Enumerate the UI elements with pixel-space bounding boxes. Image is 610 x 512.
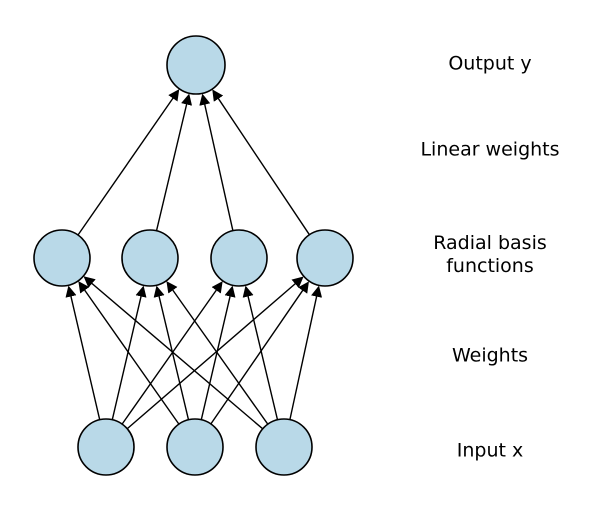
label-weights: Weights xyxy=(451,344,529,367)
input-to-hidden-arrow xyxy=(210,281,309,425)
input-to-hidden-arrow xyxy=(121,281,223,425)
input-to-hidden-arrow xyxy=(126,276,304,430)
input-to-hidden-arrow xyxy=(83,276,264,430)
hidden-node xyxy=(33,229,91,287)
input-to-hidden-arrow xyxy=(65,285,101,420)
hidden-node xyxy=(121,229,179,287)
label-radial-basis-functions: Radial basis functions xyxy=(433,231,547,277)
label-input-x: Input x xyxy=(456,439,524,462)
hidden-node xyxy=(210,229,268,287)
input-to-hidden-arrow xyxy=(242,285,279,420)
label-linear-weights: Linear weights xyxy=(420,138,560,161)
input-to-hidden-arrow xyxy=(153,285,190,420)
input-to-hidden-arrow xyxy=(200,285,236,420)
input-to-hidden-arrow xyxy=(289,285,323,420)
input-to-hidden-arrow xyxy=(166,281,269,425)
hidden-to-output-arrow xyxy=(199,93,234,231)
input-to-hidden-arrow xyxy=(78,281,180,425)
output-node xyxy=(166,35,226,95)
hidden-node xyxy=(296,229,354,287)
hidden-to-output-arrow xyxy=(77,89,180,236)
edges-layer xyxy=(65,89,323,430)
hidden-to-output-arrow xyxy=(212,89,310,236)
nodes-layer xyxy=(33,35,354,476)
label-output-y: Output y xyxy=(448,52,532,75)
input-node xyxy=(166,418,224,476)
input-node xyxy=(77,418,135,476)
input-to-hidden-arrow xyxy=(111,285,147,420)
input-node xyxy=(255,418,313,476)
hidden-to-output-arrow xyxy=(155,93,193,231)
